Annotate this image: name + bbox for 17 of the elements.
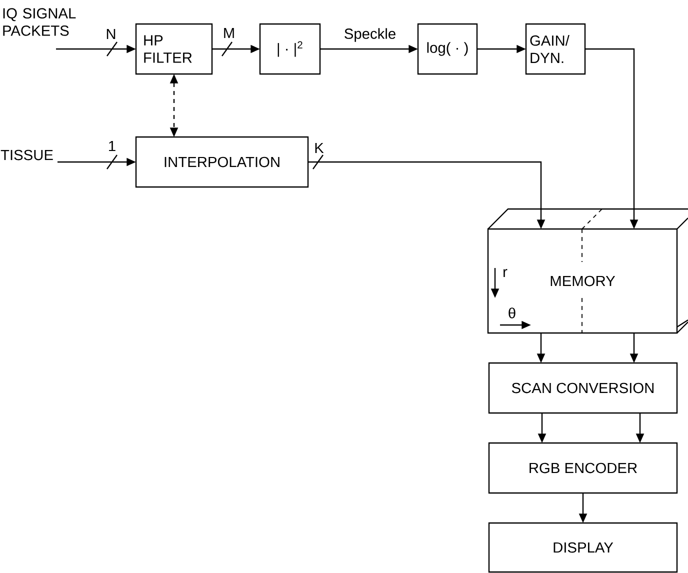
process-box: RGB ENCODER: [488, 442, 678, 494]
process-box: HP FILTER: [135, 23, 213, 75]
direction-label: θ: [508, 308, 516, 318]
process-box: GAIN/ DYN.: [525, 23, 586, 75]
edge-label: 1: [106, 140, 118, 152]
edge-label: M: [222, 26, 236, 40]
process-box: DISPLAY: [488, 522, 678, 573]
input-label: IQ SIGNAL PACKETS: [3, 8, 76, 36]
process-box: SCAN CONVERSION: [488, 362, 678, 414]
edge-label: N: [104, 28, 118, 40]
process-box: | · |$^{2}$: [259, 23, 321, 75]
input-label: TISSUE: [0, 150, 53, 160]
edge-label: K: [312, 142, 326, 154]
process-box: log( · ): [417, 23, 478, 75]
edge-label: Speckle: [342, 26, 398, 44]
direction-label: r: [504, 269, 508, 277]
process-box: INTERPOLATION: [135, 136, 309, 188]
